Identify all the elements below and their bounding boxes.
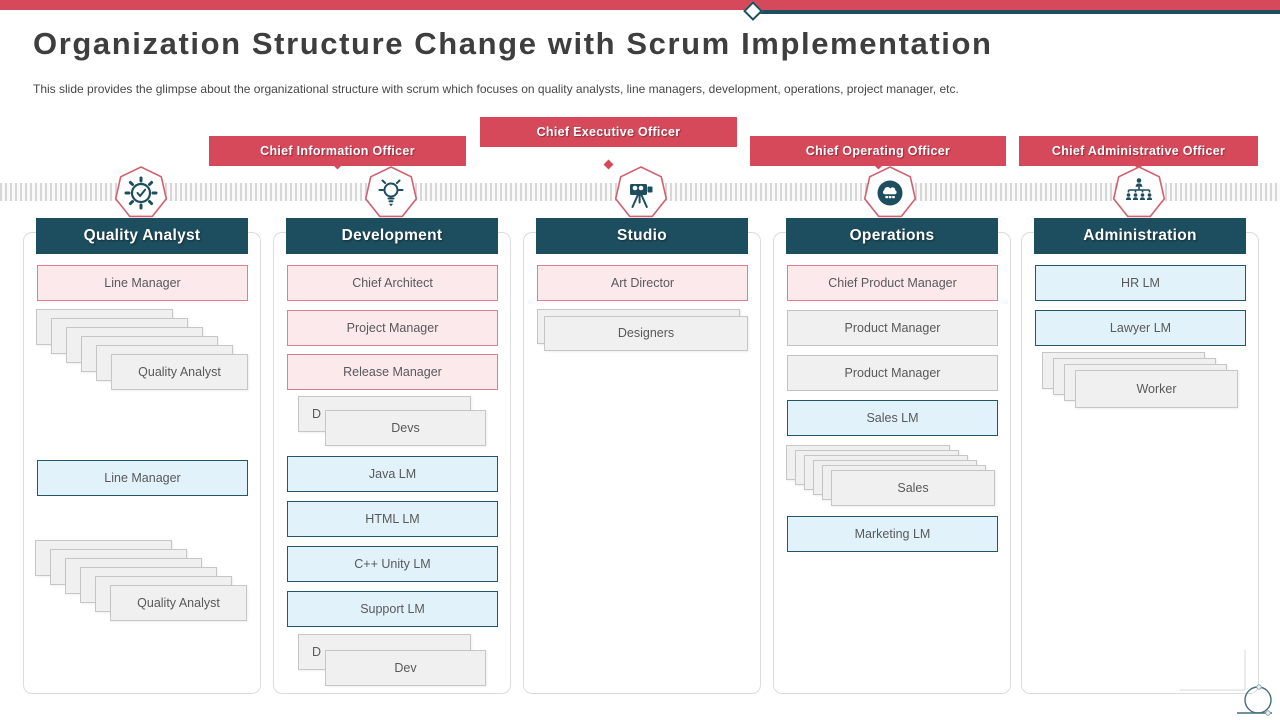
column-development: Development Chief Architect Project Mana… xyxy=(273,218,511,694)
cloud-computing-icon xyxy=(863,166,917,218)
org-box-java-lm: Java LM xyxy=(287,456,498,492)
column-frame xyxy=(1021,232,1259,694)
settings-gear-check-icon xyxy=(114,166,168,218)
page-subtitle: This slide provides the glimpse about th… xyxy=(33,82,959,96)
column-studio: Studio Art Director Designers xyxy=(523,218,761,694)
org-box-chief-product-manager: Chief Product Manager xyxy=(787,265,998,301)
org-box-art-director: Art Director xyxy=(537,265,748,301)
org-box-project-manager: Project Manager xyxy=(287,310,498,346)
column-administration: Administration HR LM Lawyer LM Worker xyxy=(1021,218,1259,694)
studio-video-camera-icon xyxy=(614,166,668,218)
page-title: Organization Structure Change with Scrum… xyxy=(33,26,993,61)
org-box-marketing-lm: Marketing LM xyxy=(787,516,998,552)
org-box-sales-stack: Sales xyxy=(831,470,995,506)
org-hierarchy-icon xyxy=(1112,166,1166,218)
top-accent-bar xyxy=(0,0,1280,10)
org-box-worker-stack: Worker xyxy=(1075,370,1238,408)
org-box-sales-lm: Sales LM xyxy=(787,400,998,436)
org-box-designers-stack: Designers xyxy=(544,316,748,351)
column-quality-analyst: Quality Analyst Line Manager Quality Ana… xyxy=(23,218,261,694)
scrum-loop-icon xyxy=(1180,650,1272,716)
org-box-release-manager: Release Manager xyxy=(287,354,498,390)
org-box-line-manager: Line Manager xyxy=(37,460,248,496)
org-box-devs-stack: Devs xyxy=(325,410,486,446)
org-box-support-lm: Support LM xyxy=(287,591,498,627)
org-box-quality-analyst-stack: Quality Analyst xyxy=(111,354,248,390)
org-box-product-manager: Product Manager xyxy=(787,355,998,391)
org-box-lawyer-lm: Lawyer LM xyxy=(1035,310,1246,346)
connector-diamond-icon xyxy=(603,159,614,170)
org-box-html-lm: HTML LM xyxy=(287,501,498,537)
org-box-line-manager: Line Manager xyxy=(37,265,248,301)
column-header: Operations xyxy=(786,218,998,254)
idea-bulb-icon xyxy=(364,166,418,218)
badge-chief-executive-officer: Chief Executive Officer xyxy=(480,117,737,147)
column-header: Studio xyxy=(536,218,748,254)
org-box-cpp-unity-lm: C++ Unity LM xyxy=(287,546,498,582)
column-operations: Operations Chief Product Manager Product… xyxy=(773,218,1011,694)
top-teal-rule xyxy=(753,10,1280,14)
org-box-product-manager: Product Manager xyxy=(787,310,998,346)
column-header: Quality Analyst xyxy=(36,218,248,254)
column-frame xyxy=(523,232,761,694)
org-box-chief-architect: Chief Architect xyxy=(287,265,498,301)
column-header: Administration xyxy=(1034,218,1246,254)
column-header: Development xyxy=(286,218,498,254)
org-box-hr-lm: HR LM xyxy=(1035,265,1246,301)
org-box-quality-analyst-stack: Quality Analyst xyxy=(110,585,247,621)
org-box-dev-stack: Dev xyxy=(325,650,486,686)
